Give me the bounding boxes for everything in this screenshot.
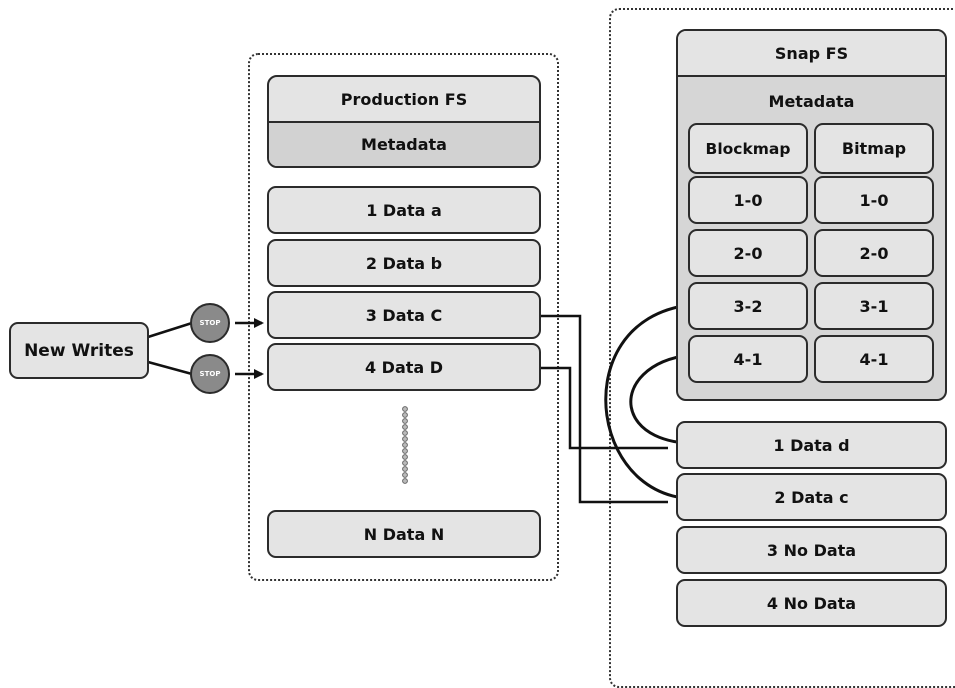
snap-block: 4 No Data xyxy=(676,579,947,627)
blockmap-cell: 1-0 xyxy=(688,176,808,224)
bitmap-cell: 4-1 xyxy=(814,335,934,383)
production-block: 2 Data b xyxy=(267,239,541,287)
stop-sign-icon: STOP xyxy=(190,354,230,394)
new-writes-label: New Writes xyxy=(24,340,134,361)
bitmap-cell: 3-1 xyxy=(814,282,934,330)
production-block: 3 Data C xyxy=(267,291,541,339)
ellipsis-dots xyxy=(402,406,408,484)
snap-metadata-label: Metadata xyxy=(768,91,855,111)
stop-sign-icon: STOP xyxy=(190,303,230,343)
blockmap-cell: 3-2 xyxy=(688,282,808,330)
blockmap-cell: 2-0 xyxy=(688,229,808,277)
production-block-last: N Data N xyxy=(267,510,541,558)
snap-block: 2 Data c xyxy=(676,473,947,521)
production-block: 1 Data a xyxy=(267,186,541,234)
writes-to-stop2-line xyxy=(147,360,193,376)
new-writes-box: New Writes xyxy=(9,322,149,379)
blockmap-header: Blockmap xyxy=(688,123,808,174)
snap-fs-title: Snap FS xyxy=(678,31,945,77)
bitmap-header: Bitmap xyxy=(814,123,934,174)
snap-block: 3 No Data xyxy=(676,526,947,574)
writes-to-stop1-line xyxy=(147,321,193,339)
bitmap-cell: 2-0 xyxy=(814,229,934,277)
bitmap-cell: 1-0 xyxy=(814,176,934,224)
production-metadata-label: Metadata xyxy=(269,123,539,166)
blockmap-cell: 4-1 xyxy=(688,335,808,383)
snap-block: 1 Data d xyxy=(676,421,947,469)
production-fs-header: Production FS Metadata xyxy=(267,75,541,168)
production-block: 4 Data D xyxy=(267,343,541,391)
production-fs-title: Production FS xyxy=(269,77,539,123)
